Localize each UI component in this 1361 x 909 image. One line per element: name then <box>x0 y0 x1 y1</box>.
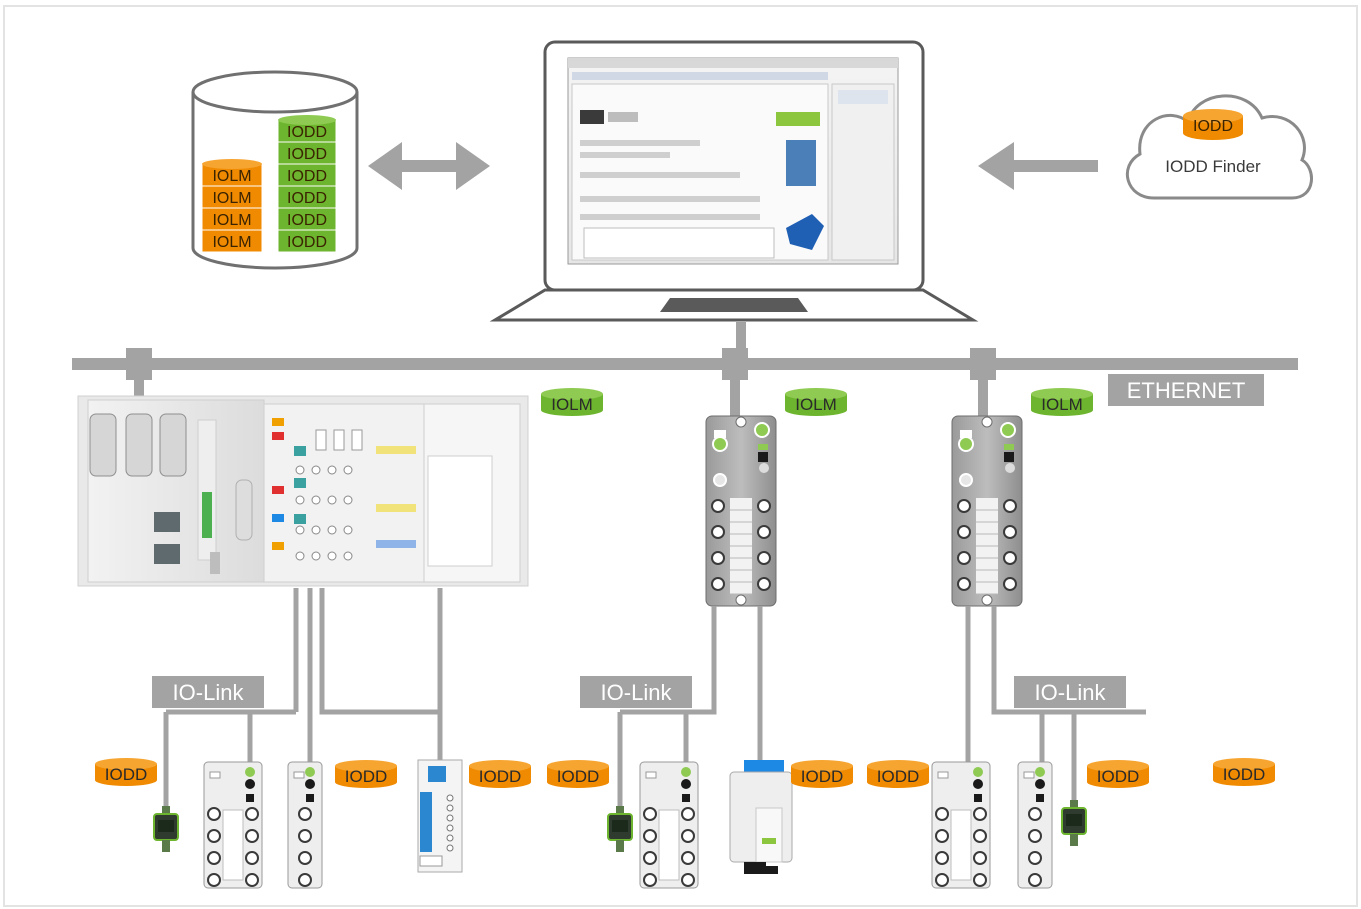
iodd-badge: IODD <box>469 760 531 788</box>
iodd-badge: IODD <box>791 760 853 788</box>
db-ring-label: IOLM <box>212 234 251 251</box>
cloud-label: IODD Finder <box>1165 157 1261 176</box>
iodd-badge: IODD <box>867 760 929 788</box>
iolm-badge: IOLM <box>1031 388 1093 416</box>
iolm-badges: IOLM IOLM IOLM <box>541 388 1093 416</box>
iodd-badge-label: IODD <box>557 767 600 786</box>
ethernet-label: ETHERNET <box>1127 378 1246 403</box>
db-iolm-ring: IOLM <box>201 229 263 257</box>
db-iodd-ring: IODD <box>277 141 337 169</box>
iodd-badges: IODD IODD IODD IODD IODD IODD IODD IODD <box>95 758 1275 788</box>
db-ring-label: IOLM <box>212 168 251 185</box>
plc-controller <box>77 395 529 587</box>
io-link-label-box: IO-Link <box>580 676 692 708</box>
io-link-device-module <box>203 761 263 889</box>
power-supply-device <box>729 760 793 874</box>
arrow-left-icon <box>978 142 1098 190</box>
ethernet-label-box: ETHERNET <box>1108 374 1264 406</box>
iodd-badge-label: IODD <box>1097 767 1140 786</box>
io-link-device-module <box>1017 761 1053 889</box>
io-link-labels: IO-Link IO-Link IO-Link <box>152 676 1126 708</box>
db-ring-label: IODD <box>287 190 327 207</box>
iodd-badge: IODD <box>547 760 609 788</box>
iodd-badge: IODD <box>95 758 157 786</box>
db-ring-label: IOLM <box>212 190 251 207</box>
database-iodd-stack: IODD IODD IODD IODD IODD IODD <box>277 115 337 257</box>
cloud-icon <box>1125 94 1313 200</box>
io-link-label: IO-Link <box>1035 680 1107 705</box>
io-link-label-box: IO-Link <box>152 676 264 708</box>
io-link-label-box: IO-Link <box>1014 676 1126 708</box>
io-link-device-module <box>287 761 323 889</box>
iolm-badge-label: IOLM <box>795 395 837 414</box>
cloud-iodd-badge: IODD <box>1183 109 1243 140</box>
db-ring-label: IODD <box>287 124 327 141</box>
sensor-device <box>607 806 633 852</box>
ethernet-bus <box>72 322 1298 418</box>
iodd-badge-label: IODD <box>801 767 844 786</box>
db-ring-label: IOLM <box>212 212 251 229</box>
iolm-badge: IOLM <box>541 388 603 416</box>
io-link-device-module <box>639 761 699 889</box>
sensor-device <box>1061 800 1087 846</box>
io-link-device-module <box>931 761 991 889</box>
db-ring-label: IODD <box>287 168 327 185</box>
frame-border <box>3 5 1358 907</box>
analog-io-module <box>417 759 463 873</box>
db-iodd-ring: IODD <box>277 163 337 191</box>
database-iolm-stack: IOLM IOLM IOLM IOLM <box>201 159 263 257</box>
iodd-badge-label: IODD <box>345 767 388 786</box>
io-link-label: IO-Link <box>601 680 673 705</box>
field-devices <box>153 759 1087 889</box>
iodd-badge-label: IODD <box>877 767 920 786</box>
io-link-master-module <box>705 415 777 607</box>
laptop-icon <box>489 40 979 322</box>
iodd-badge-label: IODD <box>1223 765 1266 784</box>
io-link-master-module <box>951 415 1023 607</box>
iolm-badge-label: IOLM <box>551 395 593 414</box>
iodd-badge: IODD <box>1087 760 1149 788</box>
iodd-badge-label: IODD <box>105 765 148 784</box>
db-ring-label: IODD <box>287 234 327 251</box>
db-ring-label: IODD <box>287 146 327 163</box>
sensor-device <box>153 806 179 852</box>
iodd-badge: IODD <box>1213 758 1275 786</box>
iodd-badge-label: IODD <box>479 767 522 786</box>
bidirectional-arrow-icon <box>368 142 490 190</box>
io-link-label: IO-Link <box>173 680 245 705</box>
iolm-badge: IOLM <box>785 388 847 416</box>
iodd-badge: IODD <box>335 760 397 788</box>
io-link-cables <box>163 588 1146 808</box>
iolm-modules <box>705 415 1023 607</box>
db-iodd-ring: IODD <box>277 229 337 257</box>
cloud-badge-label: IODD <box>1193 118 1233 135</box>
db-ring-label: IODD <box>287 212 327 229</box>
iolm-badge-label: IOLM <box>1041 395 1083 414</box>
